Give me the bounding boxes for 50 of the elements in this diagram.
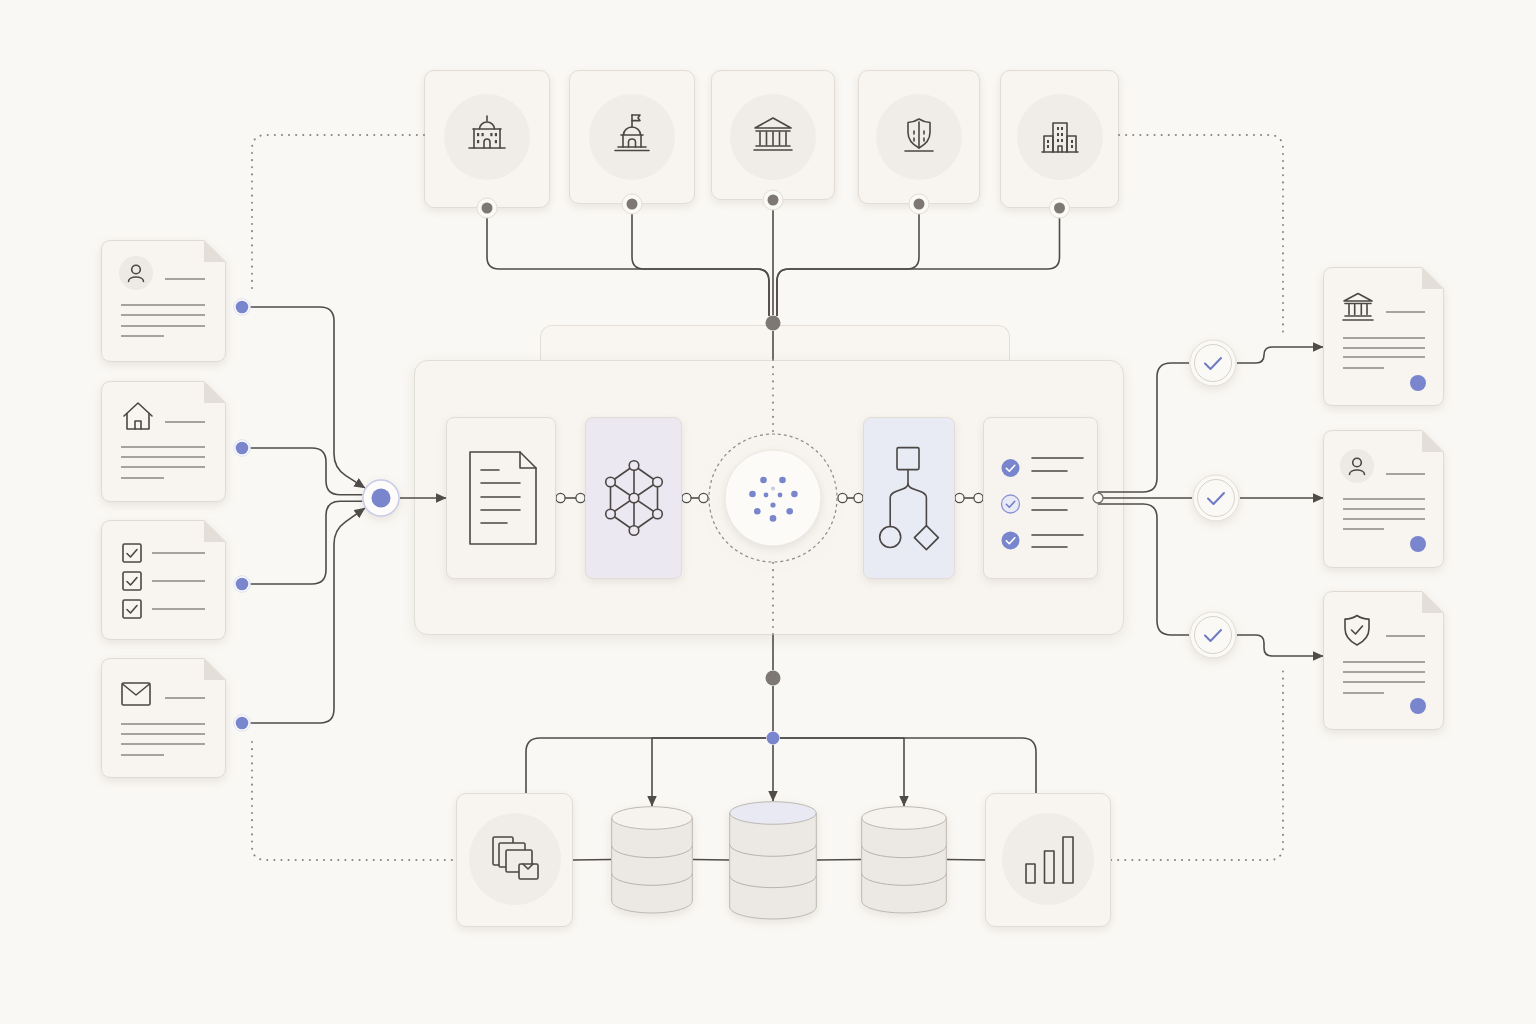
connector-line [621, 193, 770, 317]
junction-dot [766, 731, 780, 745]
folders-card [456, 793, 573, 927]
arrow [768, 744, 778, 802]
junction-dot [765, 315, 781, 331]
connector-line [946, 858, 986, 861]
connector-line [776, 197, 1070, 317]
document-page [1323, 591, 1444, 730]
hub-circle [708, 433, 838, 563]
building-card [569, 70, 695, 204]
arrow [1239, 493, 1324, 503]
document-card [446, 417, 556, 579]
arrow [399, 493, 447, 503]
arrow [647, 737, 767, 807]
database-cylinder [611, 806, 693, 913]
connector-line [816, 858, 862, 861]
connector-line [772, 634, 774, 671]
junction-dot [765, 670, 781, 686]
connector-line [772, 330, 774, 361]
check-circle [1189, 339, 1237, 387]
arrow [1236, 342, 1324, 364]
flowchart-card [863, 417, 955, 579]
process-panel [414, 360, 1124, 635]
document-page [1323, 267, 1444, 406]
building-card [711, 70, 835, 200]
database-cylinder [861, 806, 947, 913]
connector-line [772, 685, 774, 732]
building-card [858, 70, 980, 204]
connector-line [779, 737, 1037, 794]
database-cylinder [729, 801, 817, 919]
merge-circle [362, 479, 400, 517]
connector-line [762, 189, 784, 316]
document-page [1323, 430, 1444, 568]
connector-line [692, 858, 730, 861]
building-card [1000, 70, 1119, 208]
connector-line [954, 492, 984, 504]
chart-card [985, 793, 1111, 927]
dotted-line [772, 562, 774, 636]
connector-line [837, 492, 864, 504]
building-card [424, 70, 550, 208]
check-circle [1192, 474, 1240, 522]
arrow [1236, 634, 1324, 661]
connector-line [572, 858, 612, 861]
connector-line [1097, 362, 1190, 493]
network-card [585, 417, 682, 579]
check-circle [1189, 611, 1237, 659]
connector-line [1097, 503, 1190, 636]
dotted-line [772, 359, 774, 434]
connector-line [681, 492, 709, 504]
connector-line [555, 492, 586, 504]
